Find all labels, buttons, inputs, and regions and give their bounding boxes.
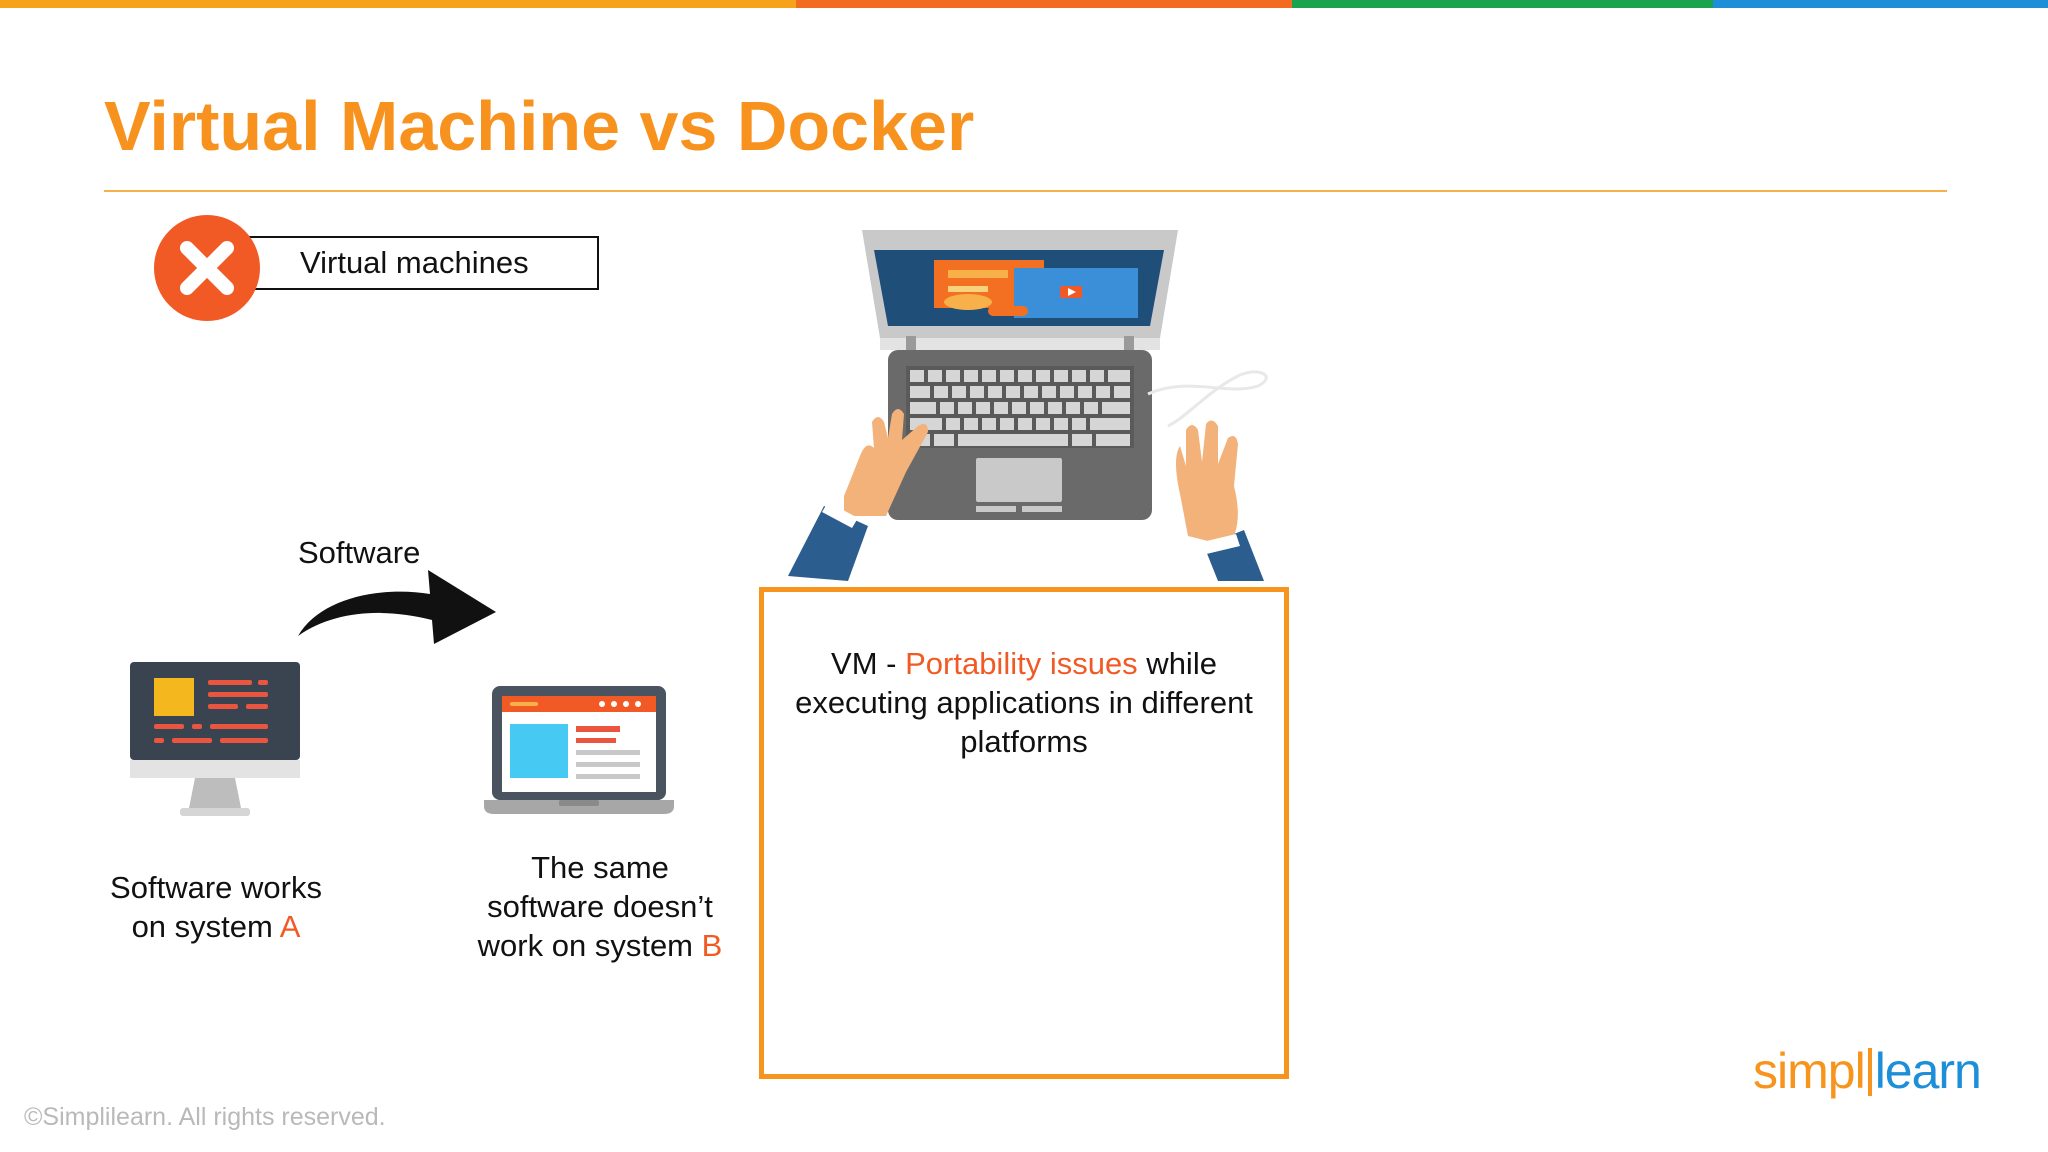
logo-part1: simpl: [1753, 1043, 1866, 1099]
system-b-caption-prefix: work on system: [477, 928, 702, 963]
laptop-typing-hands-icon: [788, 230, 1268, 581]
system-a-caption-line1: Software works: [110, 870, 322, 905]
vm-box-highlight: Portability issues: [905, 646, 1138, 681]
stripe-segment-orange: [796, 0, 1292, 8]
system-b-caption-line3: work on system B: [455, 926, 745, 965]
system-a-letter: A: [279, 909, 301, 944]
vm-portability-box: VM - Portability issues while executing …: [759, 587, 1289, 1079]
curved-arrow-icon: [298, 570, 496, 644]
virtual-machines-label-box: Virtual machines: [232, 236, 599, 290]
system-a-caption-prefix: on system: [131, 909, 280, 944]
logo-part2: learn: [1874, 1043, 1982, 1099]
system-b-caption-line2: software doesn’t: [487, 889, 713, 924]
stripe-segment-blue: [1713, 0, 2048, 8]
desktop-monitor-icon: [130, 662, 300, 816]
logo-divider: [1867, 1048, 1872, 1096]
title-divider: [104, 190, 1947, 192]
vm-box-line1: VM - Portability issues while: [784, 644, 1264, 683]
top-color-stripe: [0, 0, 2048, 8]
system-a-caption-line2: on system A: [80, 907, 352, 946]
vm-box-line3: platforms: [960, 724, 1088, 759]
system-b-caption: The same software doesn’t work on system…: [455, 848, 745, 965]
virtual-machines-label: Virtual machines: [300, 245, 529, 280]
slide-title: Virtual Machine vs Docker: [104, 87, 975, 165]
stripe-segment-green: [1292, 0, 1713, 8]
stripe-segment-yellow: [0, 0, 796, 8]
system-b-caption-line1: The same: [531, 850, 669, 885]
copyright-text: ©Simplilearn. All rights reserved.: [24, 1103, 386, 1131]
system-b-letter: B: [701, 928, 723, 963]
vm-box-line2: executing applications in different: [795, 685, 1253, 720]
close-icon: [154, 215, 260, 321]
vm-box-line1-suffix: while: [1137, 646, 1217, 681]
laptop-icon: [484, 686, 674, 814]
software-label: Software: [298, 535, 421, 570]
system-a-caption: Software works on system A: [80, 868, 352, 946]
vm-box-prefix: VM -: [831, 646, 906, 681]
